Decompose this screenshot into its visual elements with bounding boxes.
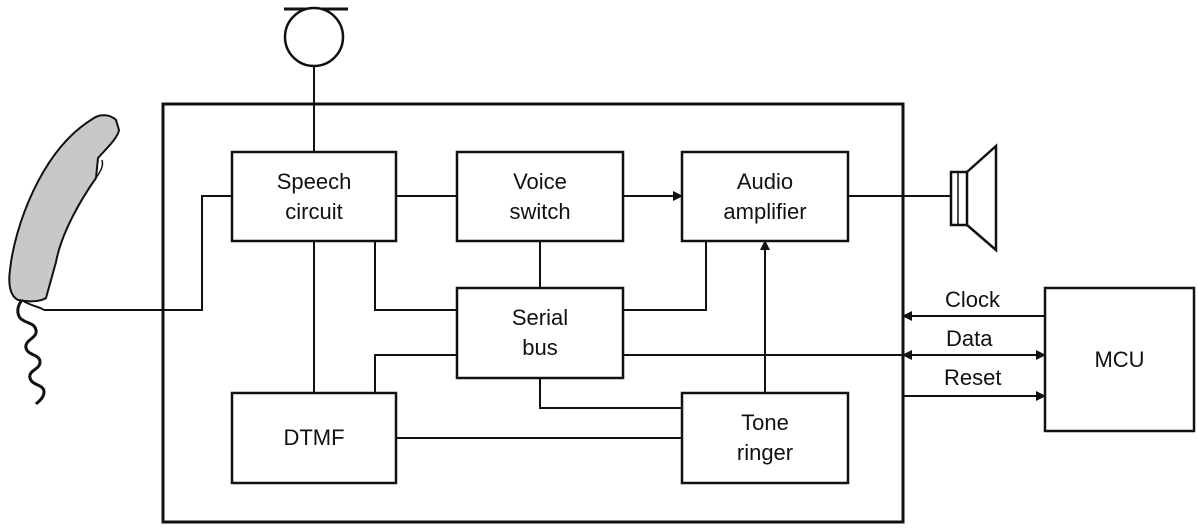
- data-signal-label: Data: [946, 326, 993, 351]
- telephone-handset-icon: [8, 114, 121, 406]
- dtmf-label: DTMF: [283, 425, 345, 450]
- voice-switch-label: Voice switch: [509, 168, 571, 224]
- loudspeaker-icon: [949, 143, 998, 253]
- tone-ringer-label: Tone ringer: [736, 410, 794, 465]
- mcu-label: MCU: [1094, 346, 1145, 372]
- clock-signal-label: Clock: [945, 287, 1001, 312]
- microphone-icon: [283, 6, 348, 152]
- reset-signal-label: Reset: [944, 365, 1002, 390]
- serial-bus-label: Serial bus: [511, 305, 569, 360]
- connection-lines: [44, 191, 1046, 439]
- speech-circuit-label: Speech circuit: [276, 168, 352, 224]
- audio-amplifier-label: Audio amplifier: [723, 168, 807, 224]
